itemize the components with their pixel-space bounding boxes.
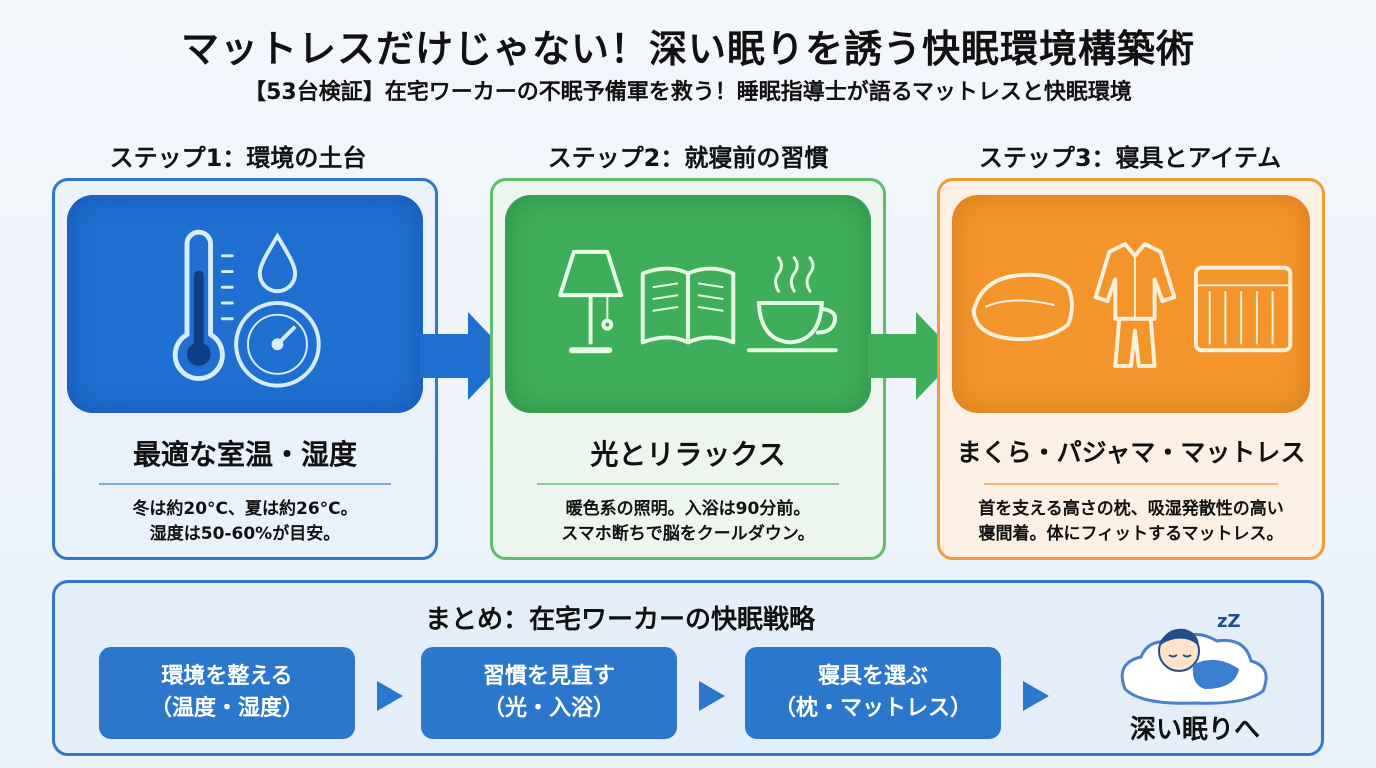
summary-box2-line1: 習慣を見直す bbox=[482, 664, 615, 689]
summary-box1-line1: 環境を整える bbox=[161, 664, 293, 689]
summary-title: まとめ：在宅ワーカーの快眠戦略 bbox=[424, 605, 815, 635]
thermometer-icon bbox=[172, 229, 234, 381]
step1-body-line2: 湿度は50-60%が目安。 bbox=[149, 524, 341, 544]
tea-cup-icon bbox=[747, 256, 838, 353]
step-arrow-2 bbox=[868, 312, 958, 400]
summary-panel: まとめ：在宅ワーカーの快眠戦略 環境を整える （温度・湿度） 習慣を見直す （光… bbox=[52, 580, 1324, 756]
step1-body: 冬は約20°C、夏は約26°C。 湿度は50-60%が目安。 bbox=[65, 497, 425, 547]
step3-icons bbox=[971, 242, 1293, 368]
step3-body: 首を支える高さの枕、吸湿発散性の高い 寝間着。体にフィットするマットレス。 bbox=[950, 497, 1312, 547]
summary-box3-line1: 寝具を選ぶ bbox=[817, 664, 928, 689]
step2-label: ステップ2：就寝前の習慣 bbox=[547, 144, 829, 172]
summary-box3-line2: （枕・マットレス） bbox=[773, 696, 972, 721]
step3-heading: まくら・パジャマ・マットレス bbox=[956, 438, 1306, 467]
hygrometer-icon bbox=[234, 301, 321, 388]
zzz-text: zZ bbox=[1217, 611, 1241, 632]
pajamas-icon bbox=[1093, 242, 1177, 368]
step1-icon-panel bbox=[67, 195, 423, 413]
step3-card: まくら・パジャマ・マットレス 首を支える高さの枕、吸湿発散性の高い 寝間着。体に… bbox=[937, 178, 1325, 560]
step-arrow-1 bbox=[420, 312, 510, 400]
step1-divider bbox=[99, 483, 391, 485]
step2-icons bbox=[558, 249, 838, 354]
summary-box-bedding: 寝具を選ぶ （枕・マットレス） bbox=[745, 647, 1001, 739]
step1-body-line1: 冬は約20°C、夏は約26°C。 bbox=[132, 499, 358, 519]
step2-heading: 光とリラックス bbox=[590, 438, 786, 471]
step2-body-line1: 暖色系の照明。入浴は90分前。 bbox=[565, 499, 811, 519]
step3-divider bbox=[984, 483, 1278, 485]
summary-arrow-1 bbox=[377, 681, 403, 711]
step1-label: ステップ1：環境の土台 bbox=[109, 144, 367, 172]
step2-card: 光とリラックス 暖色系の照明。入浴は90分前。 スマホ断ちで脳をクールダウン。 bbox=[490, 178, 886, 560]
summary-box2-line2: （光・入浴） bbox=[482, 696, 615, 721]
step1-card: 最適な室温・湿度 冬は約20°C、夏は約26°C。 湿度は50-60%が目安。 bbox=[52, 178, 438, 560]
step2-icon-panel bbox=[505, 195, 871, 413]
step3-body-line2: 寝間着。体にフィットするマットレス。 bbox=[978, 524, 1284, 544]
step2-divider bbox=[537, 483, 839, 485]
lamp-icon bbox=[558, 249, 624, 354]
pillow-icon bbox=[971, 272, 1074, 342]
step3-icon-panel bbox=[952, 195, 1310, 413]
water-drop-icon bbox=[257, 232, 298, 294]
step2-body: 暖色系の照明。入浴は90分前。 スマホ断ちで脳をクールダウン。 bbox=[503, 497, 873, 547]
sleeping-person-icon: zZ bbox=[1120, 611, 1268, 705]
mattress-icon bbox=[1193, 265, 1293, 353]
step3-label: ステップ3：寝具とアイテム bbox=[978, 144, 1282, 172]
open-book-icon bbox=[640, 266, 736, 345]
summary-result: 深い眠りへ bbox=[1129, 715, 1260, 745]
summary-arrow-2 bbox=[699, 681, 725, 711]
page-title: マットレスだけじゃない！深い眠りを誘う快眠環境構築術 bbox=[180, 27, 1195, 71]
step3-body-line1: 首を支える高さの枕、吸湿発散性の高い bbox=[978, 499, 1284, 519]
step2-body-line2: スマホ断ちで脳をクールダウン。 bbox=[561, 524, 815, 544]
page-subtitle: 【53台検証】在宅ワーカーの不眠予備軍を救う！睡眠指導士が語るマットレスと快眠環… bbox=[244, 80, 1132, 105]
summary-arrow-3 bbox=[1023, 681, 1049, 711]
summary-box-environment: 環境を整える （温度・湿度） bbox=[99, 647, 355, 739]
step1-heading: 最適な室温・湿度 bbox=[132, 438, 357, 471]
step1-icons bbox=[172, 229, 321, 388]
summary-box1-line2: （温度・湿度） bbox=[149, 696, 304, 721]
summary-box-habits: 習慣を見直す （光・入浴） bbox=[421, 647, 677, 739]
